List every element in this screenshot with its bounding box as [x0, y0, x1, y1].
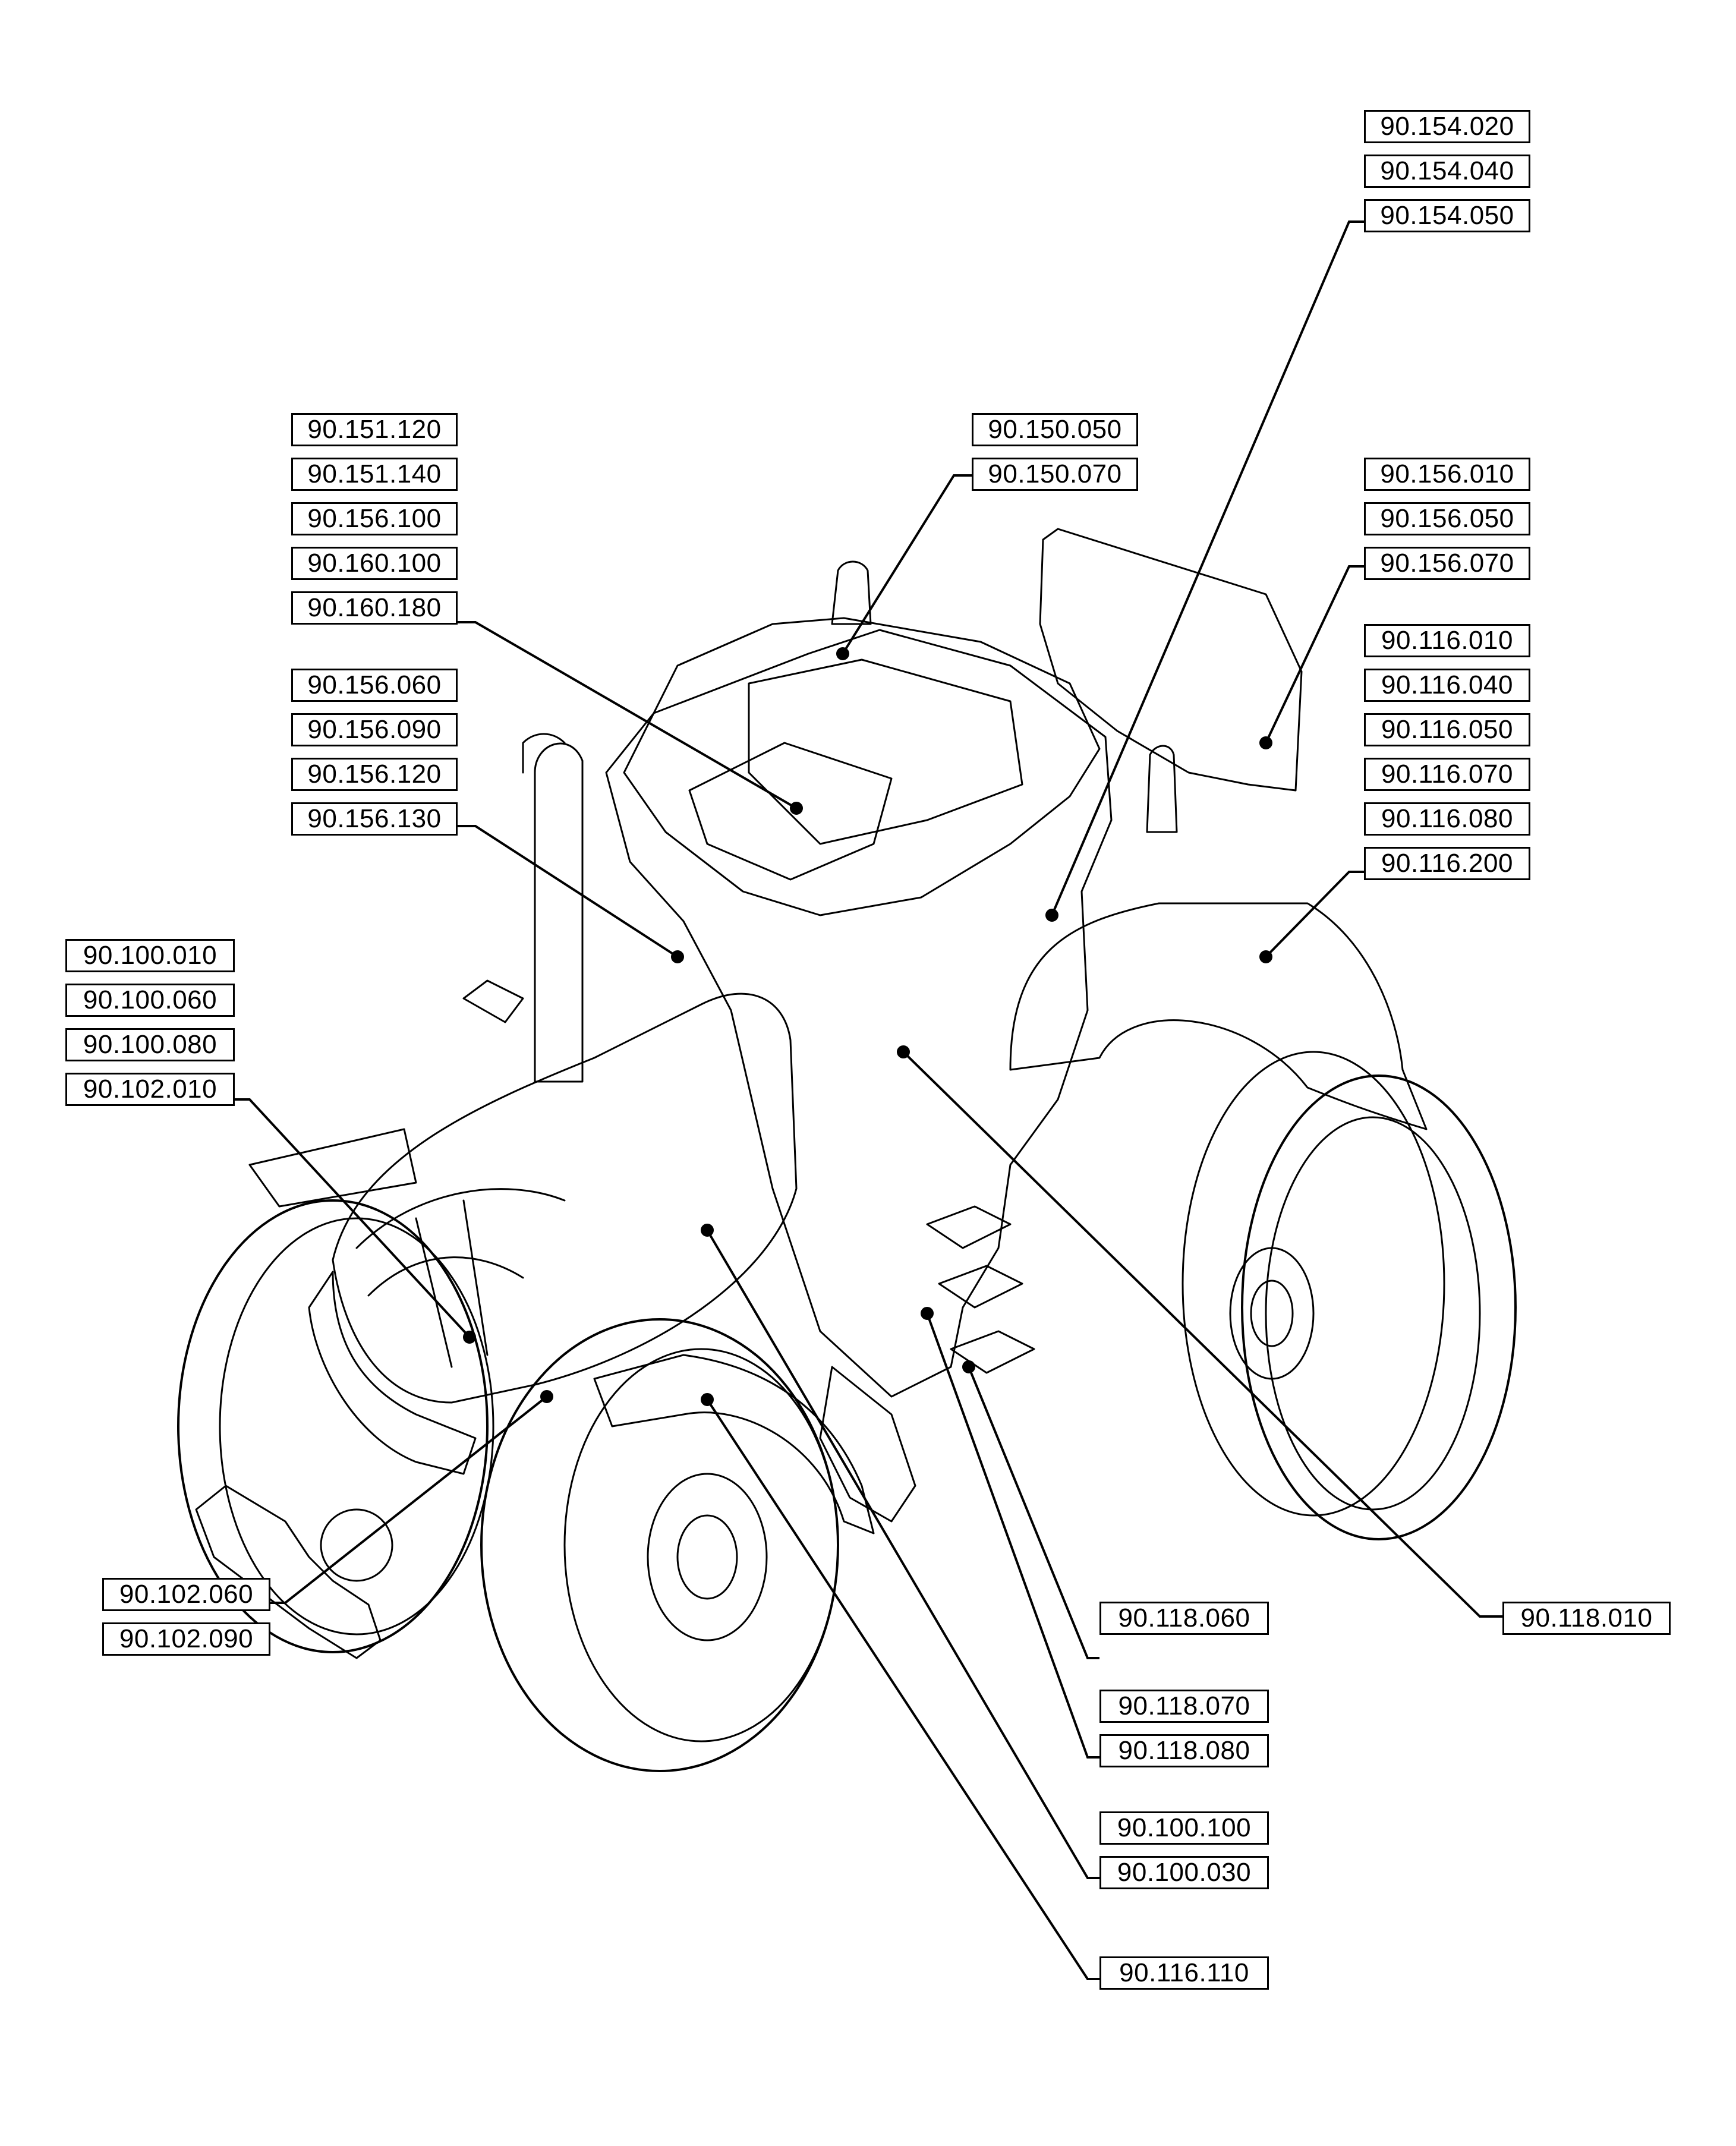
part-label[interactable]: 90.116.080: [1364, 802, 1530, 836]
part-label[interactable]: 90.116.070: [1364, 758, 1530, 791]
part-label[interactable]: 90.154.020: [1364, 110, 1530, 143]
rear-fender: [1009, 902, 1428, 1130]
leader-118-010: [902, 1051, 1502, 1618]
front-wheel-left: [177, 1199, 489, 1653]
part-label[interactable]: 90.116.040: [1364, 669, 1530, 702]
leader-160: [458, 621, 798, 809]
beacon-left: [831, 560, 872, 625]
leader-118-060: [968, 1366, 1099, 1659]
part-label[interactable]: 90.118.070: [1099, 1690, 1269, 1723]
cab-frame: [605, 629, 1113, 1398]
part-label[interactable]: 90.100.100: [1099, 1811, 1269, 1845]
part-label[interactable]: 90.156.100: [291, 502, 458, 535]
part-label[interactable]: 90.160.180: [291, 591, 458, 625]
part-label[interactable]: 90.116.110: [1099, 1956, 1269, 1990]
side-mirror: [462, 979, 524, 1023]
leader-102-010: [235, 1098, 471, 1338]
part-label[interactable]: 90.160.100: [291, 547, 458, 580]
part-label[interactable]: 90.156.130: [291, 802, 458, 836]
part-label[interactable]: 90.154.040: [1364, 155, 1530, 188]
part-label[interactable]: 90.100.010: [65, 939, 235, 972]
front-mudguard-left: [248, 1128, 417, 1208]
leader-156-130: [458, 825, 679, 958]
part-label[interactable]: 90.156.050: [1364, 502, 1530, 535]
leader-118-080: [926, 1313, 1099, 1759]
part-label[interactable]: 90.151.120: [291, 413, 458, 446]
part-label[interactable]: 90.154.050: [1364, 199, 1530, 232]
part-label[interactable]: 90.102.090: [102, 1622, 270, 1656]
rear-hub-left: [1229, 1247, 1315, 1380]
part-label[interactable]: 90.116.050: [1364, 713, 1530, 746]
part-label[interactable]: 90.156.060: [291, 669, 458, 702]
part-label[interactable]: 90.102.060: [102, 1578, 270, 1611]
front-hub: [647, 1473, 768, 1641]
part-label[interactable]: 90.100.060: [65, 984, 235, 1017]
part-label[interactable]: 90.150.050: [972, 413, 1138, 446]
part-label[interactable]: 90.118.010: [1502, 1602, 1671, 1635]
front-grille: [308, 1271, 477, 1475]
part-label[interactable]: 90.116.010: [1364, 624, 1530, 657]
part-label[interactable]: 90.116.200: [1364, 847, 1530, 880]
beacon-right: [1146, 745, 1178, 833]
engine-hood: [332, 992, 798, 1404]
cab-roof: [623, 617, 1101, 916]
leader-102-060: [270, 1395, 548, 1604]
part-label[interactable]: 90.118.060: [1099, 1602, 1269, 1635]
leader-116-110: [706, 1398, 1099, 1980]
leader-100-030: [706, 1229, 1099, 1879]
part-label[interactable]: 90.151.140: [291, 458, 458, 491]
exhaust-pipe: [534, 742, 584, 1083]
part-label[interactable]: 90.102.010: [65, 1073, 235, 1106]
part-label[interactable]: 90.150.070: [972, 458, 1138, 491]
part-label[interactable]: 90.118.080: [1099, 1734, 1269, 1767]
part-label[interactable]: 90.156.090: [291, 713, 458, 746]
leader-116-200: [1265, 871, 1364, 958]
roof-hatch: [688, 742, 893, 881]
part-label[interactable]: 90.156.070: [1364, 547, 1530, 580]
front-fender: [593, 1354, 875, 1534]
part-label[interactable]: 90.156.120: [291, 758, 458, 791]
part-label[interactable]: 90.156.010: [1364, 458, 1530, 491]
leader-154: [1051, 220, 1364, 916]
leader-156-070: [1265, 565, 1364, 743]
rear-window-glass: [1039, 528, 1303, 792]
leader-150: [842, 474, 972, 655]
part-label[interactable]: 90.100.080: [65, 1028, 235, 1061]
rear-wheel-left: [1241, 1074, 1517, 1540]
part-label[interactable]: 90.100.030: [1099, 1856, 1269, 1889]
